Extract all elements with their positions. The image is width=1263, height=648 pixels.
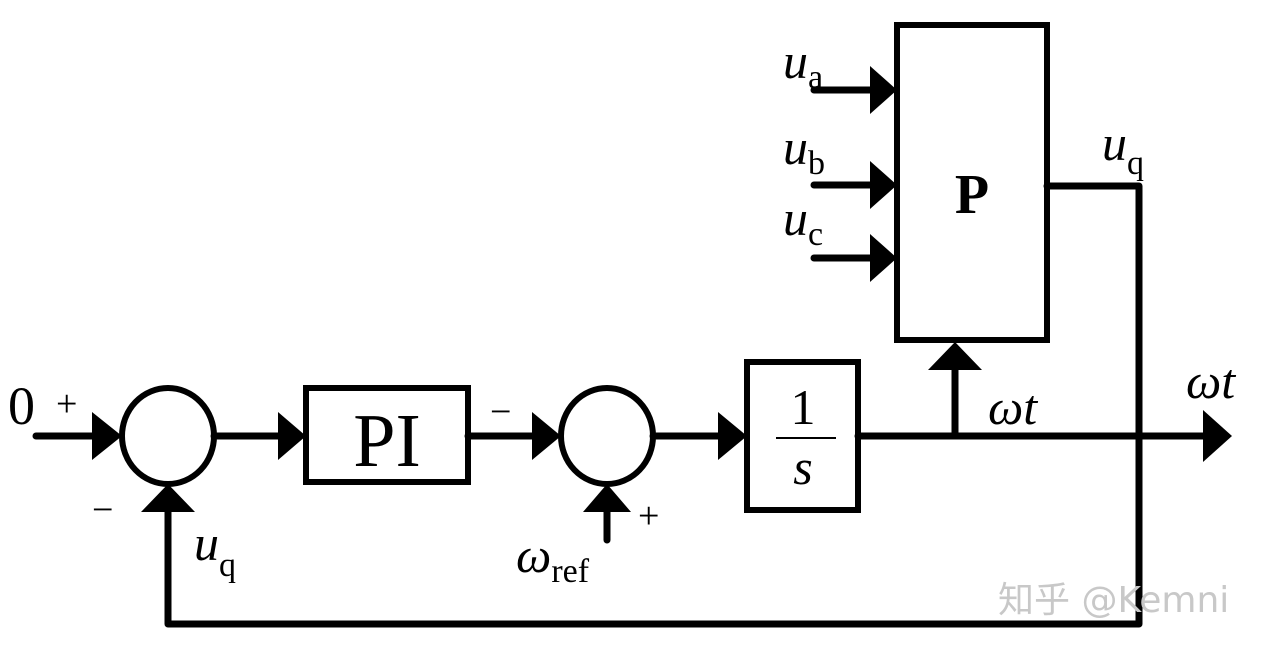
omega-t-output-label: ωt — [1186, 353, 1236, 409]
park-label: P — [955, 164, 989, 226]
uq-feedback-wire — [164, 182, 1143, 628]
arrow-into-sum2-bottom — [583, 484, 631, 512]
ua-label: ua — [783, 33, 823, 96]
sum2-minus-sign: − — [490, 391, 511, 433]
uq-output-label: uq — [1102, 115, 1144, 182]
summing-junction-1 — [119, 385, 217, 487]
integrator-denominator: s — [793, 439, 812, 495]
pi-label: PI — [353, 399, 421, 483]
omega-ref-label: ωref — [516, 527, 590, 590]
uc-label: uc — [783, 190, 823, 253]
uq-feedback-label: uq — [194, 515, 236, 584]
arrow-into-integrator — [718, 412, 747, 460]
arrow-ua — [870, 66, 897, 114]
arrow-uc — [870, 234, 897, 282]
arrow-into-sum2 — [532, 412, 561, 460]
arrow-into-sum1-bottom — [141, 484, 195, 512]
arrow-into-pi — [278, 412, 306, 460]
watermark: 知乎 @Kemni — [998, 580, 1229, 621]
ub-label: ub — [783, 119, 825, 182]
input-zero-label: 0 — [8, 376, 35, 436]
omega-t-inner-label: ωt — [988, 379, 1038, 435]
sum1-plus-sign: + — [56, 383, 77, 425]
sum2-plus-sign: + — [638, 495, 659, 537]
arrow-into-sum1 — [92, 412, 122, 460]
arrow-into-park — [928, 342, 982, 370]
integrator-numerator: 1 — [791, 379, 816, 435]
arrow-ub — [870, 161, 897, 209]
summing-junction-2 — [558, 385, 656, 487]
sum1-minus-sign: − — [92, 489, 113, 531]
output-arrow — [1203, 410, 1232, 462]
